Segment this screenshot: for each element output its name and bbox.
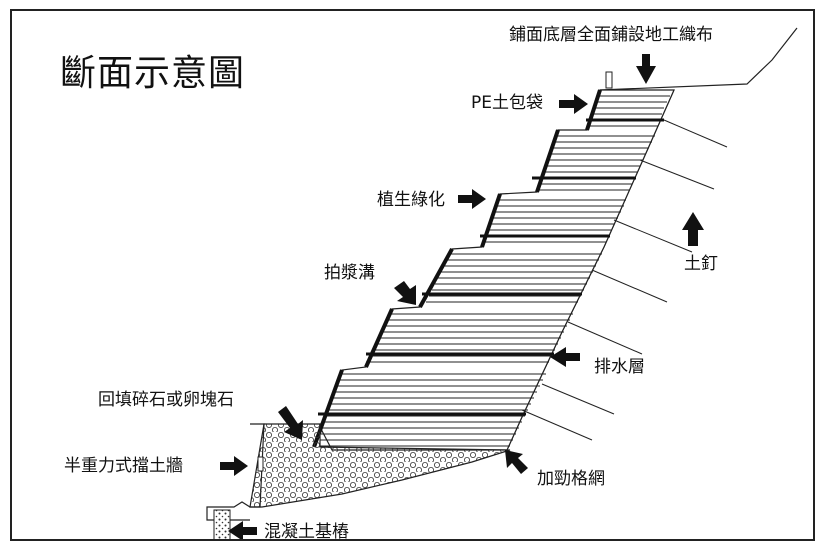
marker-post	[605, 71, 613, 89]
soil-nails	[521, 119, 728, 441]
label-soil-nail: 土釘	[684, 254, 718, 274]
slope-cross-section	[206, 27, 798, 539]
arrow-retaining-wall	[220, 456, 248, 476]
arrow-grout-ditch	[394, 281, 416, 305]
arrow-vegetation	[458, 189, 486, 209]
reinforced-soil-body	[312, 89, 675, 451]
retaining-wall-outline	[206, 423, 265, 521]
ground-surface-line	[599, 27, 798, 91]
diagram-title: 斷面示意圖	[60, 53, 246, 94]
arrow-geogrid	[505, 450, 528, 474]
concrete-pile	[213, 509, 231, 539]
arrows	[220, 54, 704, 539]
arrow-geotextile	[636, 54, 656, 84]
label-geogrid: 加勁格網	[537, 469, 605, 489]
label-drain-layer: 排水層	[594, 357, 645, 377]
label-concrete-pile: 混凝土基樁	[264, 522, 349, 541]
label-pe-bag: PE土包袋	[471, 93, 543, 113]
label-retaining-wall: 半重力式擋土牆	[64, 456, 183, 476]
arrow-drain-layer	[550, 347, 580, 367]
label-grout-ditch: 拍漿溝	[324, 263, 375, 283]
arrow-soil-nail	[682, 212, 704, 246]
label-backfill: 回填碎石或卵塊石	[98, 390, 234, 410]
label-geotextile: 鋪面底層全面鋪設地工織布	[509, 25, 713, 45]
diagram-frame: 斷面示意圖 鋪面底層全面鋪設地工織布 PE土包袋 植生綠化 拍漿溝 土釘 排水層…	[10, 9, 815, 541]
arrow-backfill	[278, 406, 303, 440]
wall-drain	[257, 456, 264, 472]
label-vegetation: 植生綠化	[377, 190, 445, 210]
arrow-concrete-pile	[228, 521, 257, 539]
arrow-pe-bag	[559, 94, 588, 114]
